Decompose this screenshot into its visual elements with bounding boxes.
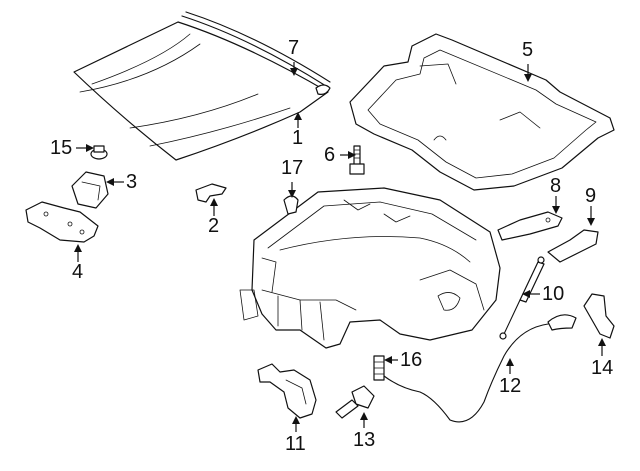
callout-4: 4 <box>72 261 84 283</box>
callout-7: 7 <box>288 37 300 59</box>
callout-9: 9 <box>585 185 597 207</box>
callout-2: 2 <box>208 215 220 237</box>
callout-8: 8 <box>550 175 562 197</box>
handle-bracket-drawing <box>497 211 563 241</box>
callout-1: 1 <box>292 127 304 149</box>
callout-16: 16 <box>400 349 423 371</box>
adjuster-bumper-drawing <box>373 355 385 381</box>
callout-12: 12 <box>499 375 522 397</box>
bumper-stud-drawing <box>349 145 365 175</box>
callout-leaders <box>74 62 606 432</box>
callout-5: 5 <box>522 39 534 61</box>
callout-11: 11 <box>285 433 306 455</box>
bumper-bracket-drawing <box>195 183 227 203</box>
callout-10: 10 <box>542 283 565 305</box>
release-handle-drawing <box>547 229 599 263</box>
latch-drawing <box>257 363 317 419</box>
insulator-drawing <box>349 33 615 191</box>
callout-6: 6 <box>324 144 336 166</box>
front-structure-drawing <box>239 187 501 349</box>
callout-14: 14 <box>591 357 614 379</box>
hood-panel-drawing <box>73 11 331 161</box>
hood-bumper-drawing <box>90 145 108 160</box>
callout-3: 3 <box>126 171 138 193</box>
cable-end-drawing <box>335 385 375 419</box>
retainer-clip-drawing <box>283 195 299 215</box>
release-cable-drawing <box>383 323 549 423</box>
hinge-cover-drawing <box>71 171 109 209</box>
callout-13: 13 <box>353 429 376 451</box>
callout-17: 17 <box>281 157 304 179</box>
callout-15: 15 <box>50 137 73 159</box>
hinge-bracket-drawing <box>25 201 99 243</box>
hood-hinge-drawing <box>547 293 615 339</box>
